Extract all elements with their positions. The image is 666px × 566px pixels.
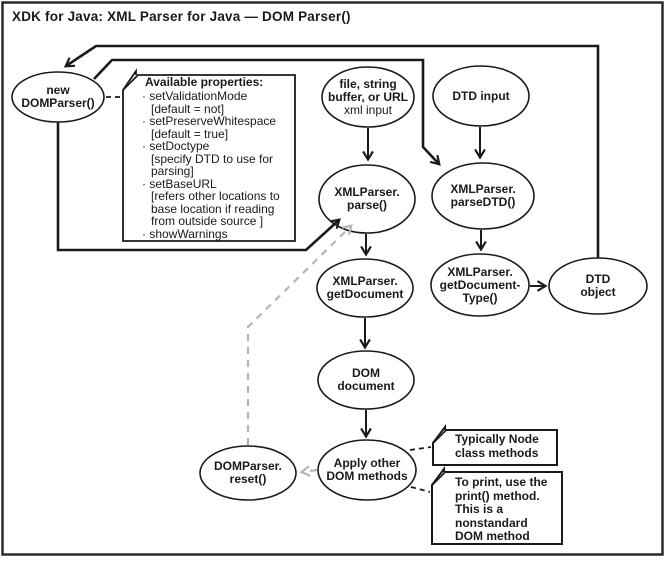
ellipse-dom-document xyxy=(317,350,415,410)
note-node-methods-text: Typically Node class methods xyxy=(455,432,539,460)
property-item: · setPreserveWhitespace [default = true] xyxy=(142,114,277,141)
arrow-new-domparser-to-parsedtd xyxy=(93,58,441,166)
node-domdocument-label: DOM document xyxy=(337,366,395,393)
xml-input-main-label: file, string buffer, or URL xyxy=(328,77,408,104)
ellipse-parse-dtd xyxy=(431,162,535,230)
properties-note-heading: Available properties: xyxy=(145,75,264,89)
page-title: XDK for Java: XML Parser for Java — DOM … xyxy=(12,9,351,24)
connector-applymethods-nodemethods xyxy=(409,446,432,451)
arrow-applymethods-to-reset xyxy=(299,465,318,477)
ellipse-xml-input xyxy=(321,66,415,128)
ellipse-get-document-type xyxy=(430,253,530,317)
arrow-reset-to-parse xyxy=(246,224,353,445)
ellipse-dtd-input xyxy=(432,65,530,127)
connector-applymethods-printmethod xyxy=(410,486,431,493)
property-item: · setDoctype [specify DTD to use for par… xyxy=(142,139,274,178)
node-parsedtd-label: XMLParser. parseDTD() xyxy=(450,182,516,209)
node-new-domparser-label: new DOMParser() xyxy=(21,83,95,110)
ellipse-get-document xyxy=(316,258,414,318)
xml-input-sub-label: xml input xyxy=(343,103,393,117)
arrow-new-domparser-to-parse xyxy=(56,122,341,252)
node-dtd-input-label: DTD input xyxy=(452,89,510,103)
note-print-method-text: To print, use the print() method. This i… xyxy=(455,475,548,543)
node-reset-label: DOMParser. reset() xyxy=(213,459,283,486)
node-parse-label: XMLParser. parse() xyxy=(334,185,400,212)
folded-corner-icon xyxy=(122,68,137,91)
node-dtdobject-label: DTD object xyxy=(580,272,616,299)
folded-corner-icon xyxy=(431,466,445,486)
ellipse-apply-dom-methods xyxy=(317,439,417,501)
folded-corner-icon xyxy=(432,424,446,444)
properties-note-list: · setValidationMode [default = not] · se… xyxy=(142,90,294,240)
node-applymethods-label: Apply other DOM methods xyxy=(326,456,408,483)
node-getdocument-label: XMLParser. getDocument xyxy=(326,274,404,301)
node-getdocumenttype-label: XMLParser. getDocument- Type() xyxy=(439,265,521,305)
property-item: · showWarnings xyxy=(142,226,228,241)
property-item: · setBaseURL [refers other locations to … xyxy=(142,176,280,228)
property-item: · setValidationMode [default = not] xyxy=(142,89,248,116)
ellipse-domparser-reset xyxy=(199,445,297,501)
ellipse-parse xyxy=(318,164,416,234)
arrow-dtd-object-to-new-domparser xyxy=(63,44,600,258)
figure-border xyxy=(1,1,664,556)
